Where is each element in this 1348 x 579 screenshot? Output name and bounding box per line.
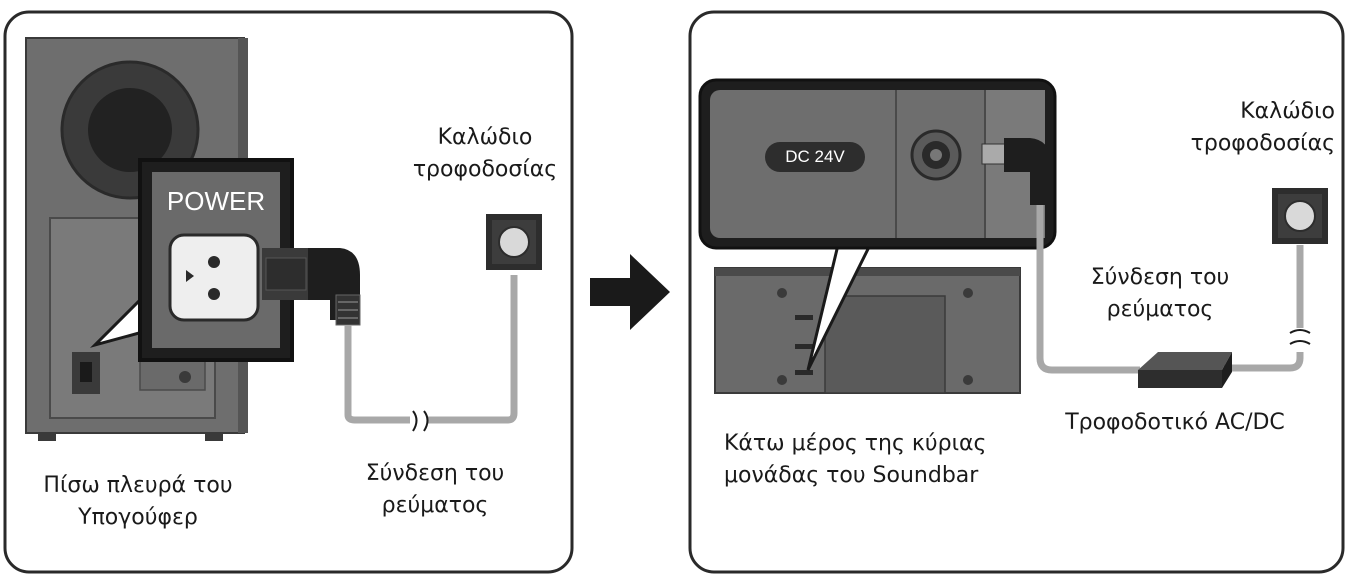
power-socket-pin-top (208, 256, 220, 268)
right-connection-label-line1: Σύνδεση του (1090, 265, 1230, 290)
soundbar-label-line1: Κάτω μέρος της κύριας (724, 431, 987, 456)
dc-plug-icon (981, 138, 1050, 205)
plug-icon (262, 248, 361, 326)
subwoofer-label-line1: Πίσω πλευρά του (43, 473, 233, 498)
left-power-cable (344, 275, 518, 424)
right-cable-label-line2: τροφοδοσίας (1190, 131, 1335, 156)
right-cable-label-line1: Καλώδιο (1240, 99, 1335, 124)
right-connection-label: Σύνδεση του ρεύματος (1055, 262, 1265, 326)
subwoofer-label: Πίσω πλευρά του Υπογούφερ (18, 470, 258, 534)
adapter-label: Τροφοδοτικό AC/DC (1065, 410, 1285, 435)
ac-dc-adapter-icon (1138, 352, 1232, 388)
soundbar-bottom (714, 267, 1021, 394)
power-callout (89, 158, 294, 362)
left-connection-label-line1: Σύνδεση του (365, 461, 505, 486)
left-connection-label: Σύνδεση του ρεύματος (335, 458, 535, 522)
soundbar-label-line2: μονάδας του Soundbar (724, 463, 979, 488)
arrow-right-icon (590, 254, 670, 330)
power-port-label: POWER (166, 186, 266, 216)
left-cable-label-line1: Καλώδιο (437, 125, 533, 150)
dc-24v-badge: DC 24V (765, 142, 865, 172)
outlet-icon (1272, 188, 1328, 244)
left-connection-label-line2: ρεύματος (381, 493, 489, 518)
soundbar-label: Κάτω μέρος της κύριας μονάδας του Soundb… (724, 428, 1024, 492)
subwoofer-label-line2: Υπογούφερ (78, 505, 198, 530)
right-cable-label: Καλώδιο τροφοδοσίας (1130, 96, 1335, 160)
cable-break-icon (412, 410, 429, 432)
cable-break-icon (1289, 329, 1311, 345)
soundbar-dc-cable (1036, 205, 1140, 374)
dc-callout (698, 78, 1057, 371)
right-connection-label-line2: ρεύματος (1106, 297, 1214, 322)
left-cable-label: Καλώδιο τροφοδοσίας (380, 122, 590, 186)
power-socket-pin-bottom (208, 288, 220, 300)
adapter-ac-cable (1224, 245, 1304, 372)
left-cable-label-line2: τροφοδοσίας (412, 157, 558, 182)
outlet-icon (486, 214, 542, 270)
